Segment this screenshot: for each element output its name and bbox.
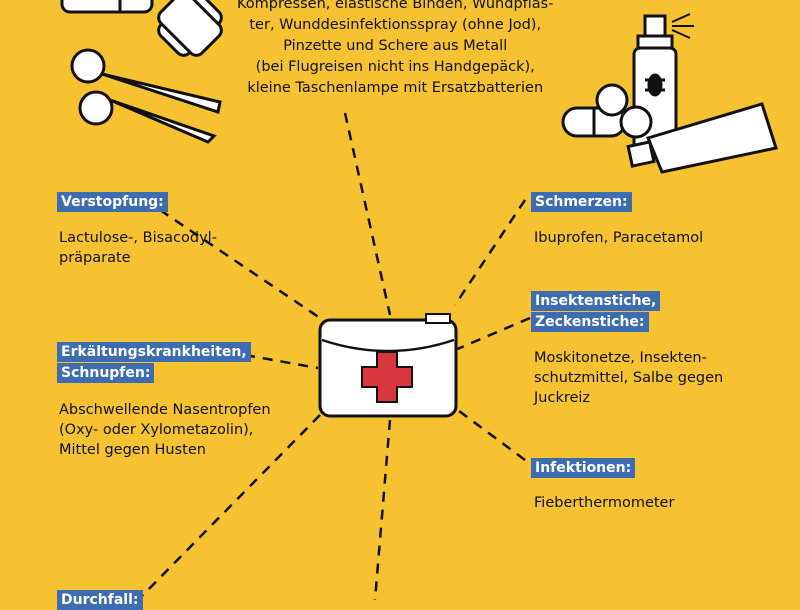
ointment-tube-icon <box>626 102 778 174</box>
top-text-block: Kompressen, elastische Binden, Wundpflas… <box>237 0 553 99</box>
infections-text: Fieberthermometer <box>534 495 675 511</box>
cold-label-line2: Schnupfen: <box>57 363 155 383</box>
pain-text: Ibuprofen, Paracetamol <box>534 230 704 246</box>
top-text-line: ter, Wunddesinfektionsspray (ohne Jod), <box>249 17 542 33</box>
first-aid-kit-icon <box>318 313 458 418</box>
constipation-line: Lactulose-, Bisacodyl- <box>59 230 217 246</box>
cold-line: Mittel gegen Husten <box>59 442 206 458</box>
pills-icon <box>561 83 653 139</box>
constipation-text: Lactulose-, Bisacodyl- präparate <box>59 228 217 268</box>
diarrhea-label: Durchfall: <box>57 590 143 610</box>
scissors-icon <box>70 48 222 144</box>
connector-lines <box>139 112 531 600</box>
infections-label: Infektionen: <box>531 458 636 478</box>
insects-label-line1: Insektenstiche, <box>531 291 661 311</box>
plaster-icon <box>157 0 223 57</box>
insects-line: Juckreiz <box>534 390 591 406</box>
top-text-line: (bei Flugreisen nicht ins Handgepäck), <box>255 59 535 75</box>
cold-label-line1: Erkältungskrankheiten, <box>57 342 251 362</box>
top-text-line: Pinzette und Schere aus Metall <box>283 38 508 54</box>
bandage-roll-icon <box>60 0 154 14</box>
spray-mist-icon <box>671 13 694 39</box>
constipation-line: präparate <box>59 250 131 266</box>
cold-text: Abschwellende Nasentropfen (Oxy- oder Xy… <box>59 400 271 460</box>
insects-text: Moskitonetze, Insekten- schutzmittel, Sa… <box>534 348 723 408</box>
insects-label-line2: Zeckenstiche: <box>531 312 649 332</box>
cold-line: (Oxy- oder Xylometazolin), <box>59 422 254 438</box>
insects-line: schutzmittel, Salbe gegen <box>534 370 724 386</box>
top-text-line: Kompressen, elastische Binden, Wundpflas… <box>237 0 554 12</box>
constipation-label: Verstopfung: <box>57 192 168 212</box>
insects-line: Moskitonetze, Insekten- <box>534 350 707 366</box>
pain-label: Schmerzen: <box>531 192 632 212</box>
cold-line: Abschwellende Nasentropfen <box>59 402 271 418</box>
top-text-line: kleine Taschenlampe mit Ersatzbatterien <box>247 80 544 96</box>
